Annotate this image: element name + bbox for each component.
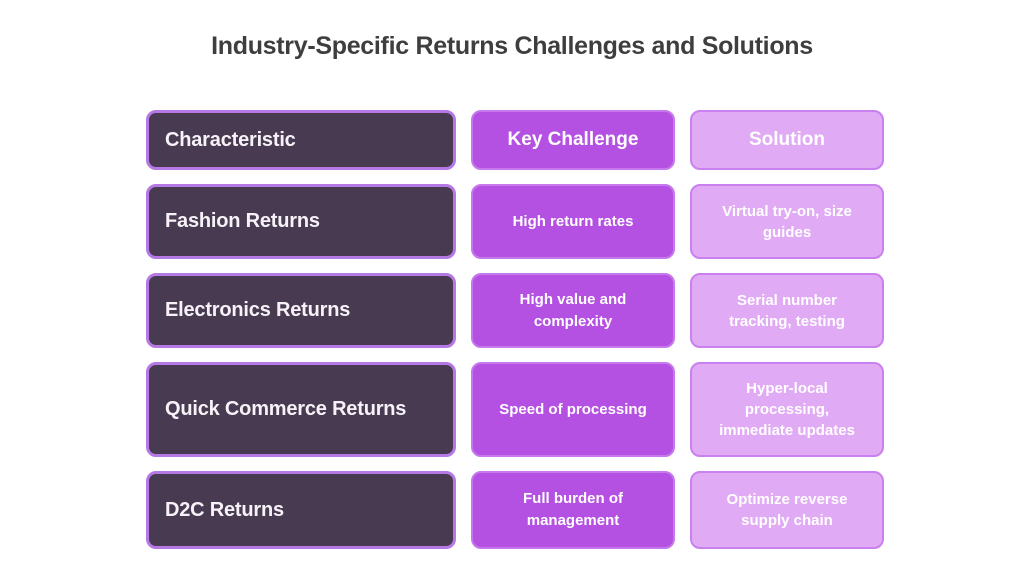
header-label-characteristic: Characteristic bbox=[165, 128, 296, 151]
header-cell-key-challenge: Key Challenge bbox=[471, 110, 675, 170]
row-fashion-challenge-cell: High return rates bbox=[471, 184, 675, 259]
row-electronics-challenge-cell: High value and complexity bbox=[471, 273, 675, 348]
row-electronics-characteristic-cell: Electronics Returns bbox=[146, 273, 456, 348]
row-electronics-characteristic-label: Electronics Returns bbox=[165, 299, 351, 321]
row-fashion-solution-label: Virtual try-on, size guides bbox=[722, 202, 852, 241]
row-fashion-characteristic-label: Fashion Returns bbox=[165, 210, 320, 232]
row-electronics-solution-cell: Serial number tracking, testing bbox=[690, 273, 884, 348]
row-fashion-challenge-label: High return rates bbox=[512, 212, 634, 230]
row-fashion-solution-cell: Virtual try-on, size guides bbox=[690, 184, 884, 259]
header-cell-characteristic: Characteristic bbox=[146, 110, 456, 170]
row-d2c-characteristic-label: D2C Returns bbox=[165, 498, 284, 521]
page-title: Industry-Specific Returns Challenges and… bbox=[211, 32, 813, 60]
header-label-key-challenge: Key Challenge bbox=[507, 129, 639, 151]
row-quick-commerce-characteristic-cell: Quick Commerce Returns bbox=[146, 362, 456, 457]
row-d2c-characteristic-cell: D2C Returns bbox=[146, 471, 456, 549]
row-d2c-solution-cell: Optimize reverse supply chain bbox=[690, 471, 884, 549]
header-label-solution: Solution bbox=[749, 128, 825, 150]
row-quick-commerce-solution-label: Hyper-local processing, immediate update… bbox=[719, 380, 855, 439]
row-electronics-solution-label: Serial number tracking, testing bbox=[729, 291, 845, 330]
row-quick-commerce-challenge-cell: Speed of processing bbox=[471, 362, 675, 457]
returns-table: Characteristic Key Challenge Solution Fa… bbox=[146, 110, 884, 549]
row-quick-commerce-characteristic-label: Quick Commerce Returns bbox=[165, 398, 407, 420]
row-d2c-challenge-cell: Full burden of management bbox=[471, 471, 675, 549]
row-d2c-challenge-label: Full burden of management bbox=[523, 490, 623, 529]
row-electronics-challenge-label: High value and complexity bbox=[519, 290, 627, 330]
row-fashion-characteristic-cell: Fashion Returns bbox=[146, 184, 456, 259]
header-cell-solution: Solution bbox=[690, 110, 884, 170]
row-quick-commerce-solution-cell: Hyper-local processing, immediate update… bbox=[690, 362, 884, 457]
row-quick-commerce-challenge-label: Speed of processing bbox=[499, 400, 647, 418]
row-d2c-solution-label: Optimize reverse supply chain bbox=[726, 491, 848, 529]
